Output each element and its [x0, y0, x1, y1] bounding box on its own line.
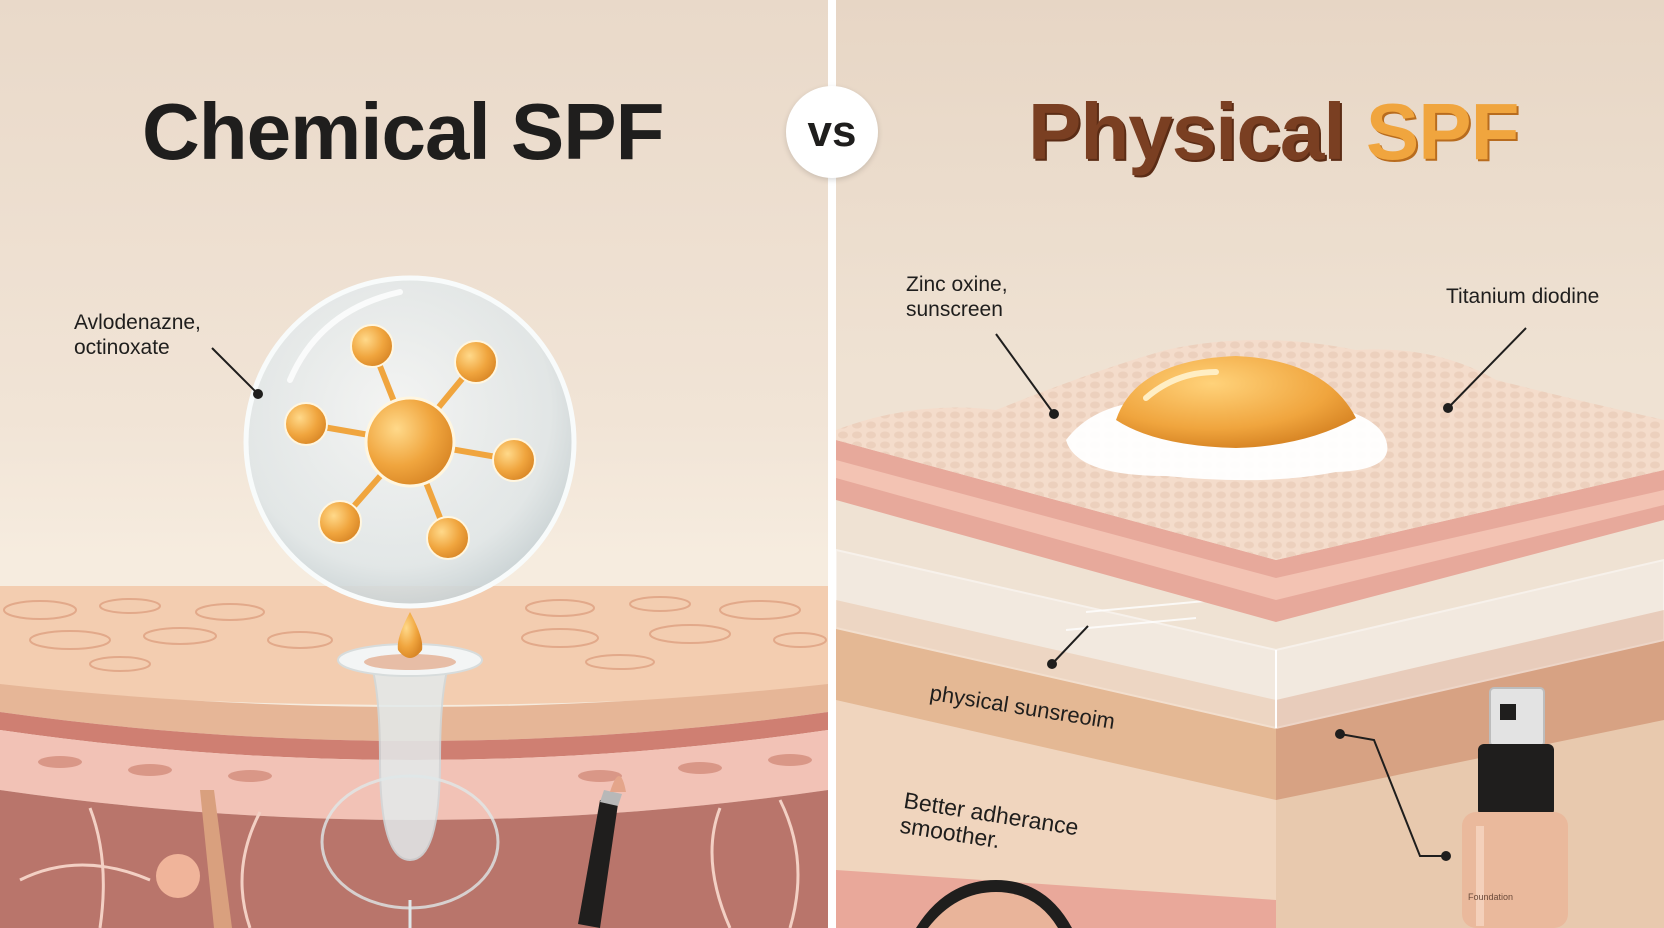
callout-line [211, 347, 259, 395]
physical-spf-panel: Zinc oxine, sunscreen Titanium diodine p… [836, 0, 1664, 928]
spf-droplet [397, 612, 423, 658]
dermis-line [0, 712, 828, 760]
molecule-atoms [284, 324, 536, 560]
hair-shaft [200, 790, 232, 928]
spf-word: SPF [1365, 87, 1520, 176]
zinc-label: Zinc oxine, sunscreen [906, 273, 1008, 321]
chemical-illustration [0, 275, 828, 928]
bottle-label: Foundation [1468, 892, 1514, 902]
titanium-label: Titanium diodine [1446, 285, 1600, 308]
physical-word: Physical [1028, 87, 1346, 176]
cell-nucleus [156, 854, 200, 898]
physical-illustration [836, 327, 1664, 928]
zinc-callout-line [995, 333, 1055, 415]
vs-badge: vs [786, 86, 878, 178]
bottle-callout-line [1339, 733, 1446, 857]
chemical-spf-panel: Avlodenazne, octinoxate [0, 0, 828, 928]
foundation-bottle [1462, 687, 1568, 928]
makeup-brush [578, 776, 626, 928]
barrier-callout-line [1051, 625, 1089, 665]
skin-texture [3, 596, 827, 672]
blood-vessels [19, 799, 800, 928]
absorption-channel [368, 659, 452, 862]
chemical-ingredients-label: Avlodenazne, octinoxate [74, 311, 201, 359]
titanium-callout-line [1447, 327, 1527, 409]
cells [38, 754, 812, 782]
chemical-spf-title: Chemical SPF [142, 87, 665, 176]
physical-spf-title: Physical SPF [1028, 86, 1520, 178]
panel-divider [828, 0, 836, 928]
